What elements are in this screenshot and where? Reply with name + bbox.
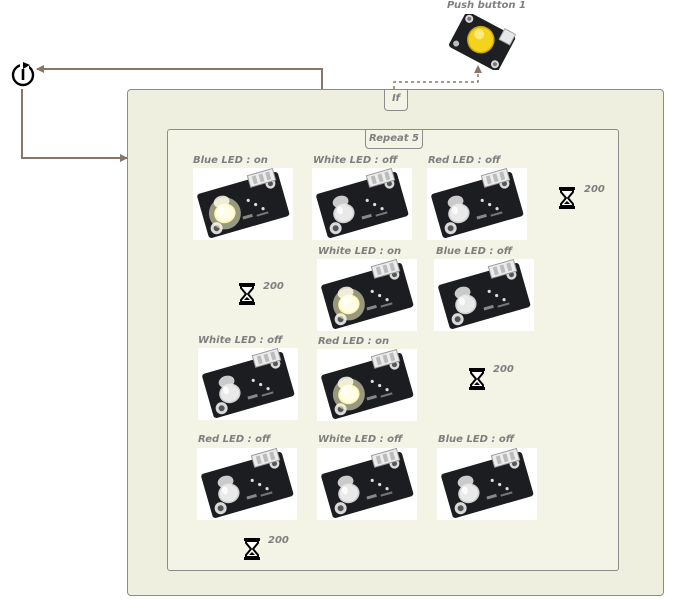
led-module[interactable]	[317, 349, 417, 421]
led-module[interactable]	[198, 348, 298, 420]
if-block-tab: If	[384, 90, 408, 111]
push-button-label: Push button 1	[447, 0, 526, 11]
step-label: Red LED : off	[428, 155, 501, 166]
led-module[interactable]	[317, 259, 417, 331]
step-label: White LED : off	[198, 335, 283, 346]
push-button-module[interactable]	[446, 14, 520, 70]
hourglass-icon[interactable]	[467, 367, 487, 391]
hourglass-icon[interactable]	[557, 186, 577, 210]
step-label: Red LED : off	[198, 434, 271, 445]
led-module[interactable]	[434, 259, 534, 331]
led-module[interactable]	[317, 448, 417, 520]
hourglass-icon[interactable]	[242, 537, 262, 561]
delay-value: 200	[493, 364, 514, 375]
led-module[interactable]	[312, 168, 412, 240]
led-module[interactable]	[197, 448, 297, 520]
delay-value: 200	[263, 281, 284, 292]
wire-outer-to-start	[36, 65, 323, 89]
wire-if-to-button	[393, 65, 482, 89]
step-label: Red LED : on	[318, 336, 390, 347]
wire-start-to-outer	[21, 89, 128, 162]
led-module[interactable]	[193, 168, 293, 240]
led-module[interactable]	[427, 168, 527, 240]
start-loop-icon[interactable]	[9, 61, 37, 89]
step-label: White LED : on	[318, 246, 402, 257]
step-label: Blue LED : off	[438, 434, 515, 445]
delay-value: 200	[268, 535, 289, 546]
step-label: White LED : off	[318, 434, 403, 445]
step-label: Blue LED : on	[193, 155, 268, 166]
led-module[interactable]	[437, 448, 537, 520]
hourglass-icon[interactable]	[237, 282, 257, 306]
step-label: White LED : off	[313, 155, 398, 166]
delay-value: 200	[584, 184, 605, 195]
step-label: Blue LED : off	[436, 246, 513, 257]
repeat-block-tab: Repeat 5	[365, 130, 423, 149]
